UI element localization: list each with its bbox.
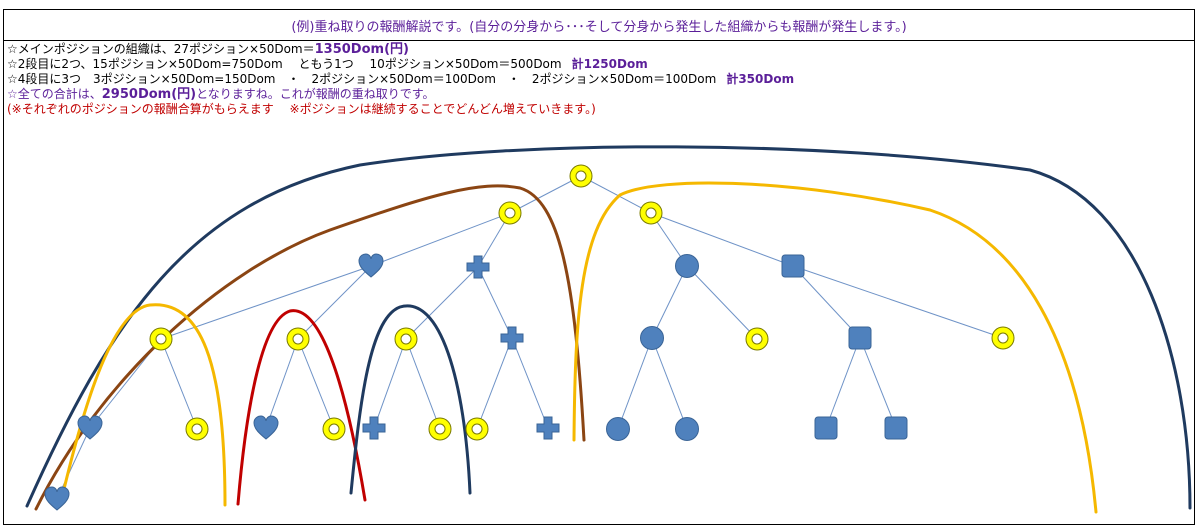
heart-node bbox=[44, 486, 70, 511]
line-note: (※それぞれのポジションの報酬合算がもらえます ※ポジションは継続することでどん… bbox=[7, 102, 1192, 117]
cross-node bbox=[466, 255, 490, 279]
tree-edge bbox=[580, 175, 652, 214]
cross-node bbox=[536, 416, 560, 440]
second-tier-left-arc bbox=[34, 184, 586, 511]
ring-node bbox=[394, 327, 418, 351]
tree-edge bbox=[792, 265, 861, 339]
ring-node bbox=[465, 417, 489, 441]
cross-node bbox=[500, 326, 524, 350]
tree-nodes bbox=[44, 164, 1015, 511]
tree-edge bbox=[792, 265, 1004, 339]
line4-suffix: となりますね。これが報酬の重ね取りです。 bbox=[196, 87, 435, 101]
fourth-tier-arc-3 bbox=[349, 304, 472, 495]
fourth-tier-arc-2 bbox=[236, 309, 367, 506]
tree-edge bbox=[825, 337, 861, 429]
line1-prefix: ☆メインポジションの組織は、27ポジション×50Dom＝ bbox=[7, 42, 315, 56]
ring-node bbox=[185, 417, 209, 441]
tree-edge bbox=[650, 212, 794, 267]
circle-node bbox=[640, 326, 664, 350]
main-position-arc bbox=[25, 145, 1192, 510]
ring-node bbox=[428, 417, 452, 441]
line4-prefix: ☆全ての合計は、 bbox=[7, 87, 102, 101]
square-node bbox=[848, 326, 872, 350]
tree-edge bbox=[297, 338, 335, 430]
ring-node bbox=[498, 201, 522, 225]
square-node bbox=[814, 416, 838, 440]
tree-edge bbox=[265, 338, 299, 429]
cross-node bbox=[362, 416, 386, 440]
heart-node bbox=[77, 415, 103, 440]
circle-node bbox=[606, 417, 630, 441]
line3-text: ☆4段目に3つ 3ポジション×50Dom=150Dom ・ 2ポジション×50D… bbox=[7, 72, 717, 86]
tree-edge bbox=[686, 265, 758, 340]
heart-node bbox=[358, 253, 384, 278]
line2-total: 計1250Dom bbox=[571, 57, 648, 71]
tree-edge bbox=[297, 265, 372, 340]
tree-edge bbox=[370, 212, 511, 267]
line3-total: 計350Dom bbox=[726, 72, 795, 86]
tree-edge bbox=[160, 338, 198, 430]
line-grand-total: ☆全ての合計は、2950Dom(円)となりますね。これが報酬の重ね取りです。 bbox=[7, 87, 1192, 102]
line-main-position: ☆メインポジションの組織は、27ポジション×50Dom＝1350Dom(円) bbox=[7, 42, 1192, 57]
tree-edge bbox=[651, 337, 688, 430]
line5-text: (※それぞれのポジションの報酬合算がもらえます ※ポジションは継続することでどん… bbox=[7, 102, 596, 116]
tree-edges bbox=[56, 175, 1004, 500]
line-second-tier: ☆2段目に2つ、15ポジション×50Dom=750Dom ともう1つ 10ポジシ… bbox=[7, 57, 1192, 72]
tree-edge bbox=[405, 266, 479, 340]
second-tier-right-arc bbox=[572, 181, 1098, 514]
tree-edge bbox=[509, 175, 582, 214]
circle-node bbox=[675, 254, 699, 278]
square-node bbox=[781, 254, 805, 278]
circle-node bbox=[675, 417, 699, 441]
ring-node bbox=[286, 327, 310, 351]
line4-total: 2950Dom(円) bbox=[101, 87, 197, 102]
tree-edge bbox=[405, 338, 441, 430]
tree-edge bbox=[617, 337, 653, 430]
tree-edge bbox=[511, 337, 549, 429]
heart-node bbox=[253, 415, 279, 440]
line-fourth-tier: ☆4段目に3つ 3ポジション×50Dom=150Dom ・ 2ポジション×50D… bbox=[7, 72, 1192, 87]
line1-total: 1350Dom(円) bbox=[314, 42, 409, 57]
ring-node bbox=[745, 327, 769, 351]
ring-node bbox=[322, 417, 346, 441]
fourth-tier-arc-1 bbox=[58, 303, 227, 508]
tree-edge bbox=[477, 266, 513, 339]
ring-node bbox=[149, 327, 173, 351]
tree-edge bbox=[160, 265, 372, 340]
header-title: (例)重ね取りの報酬解説です。(自分の分身から･･･そして分身から発生した組織か… bbox=[3, 9, 1195, 41]
ring-node bbox=[569, 164, 593, 188]
tree-edge bbox=[859, 337, 897, 429]
tree-edge bbox=[476, 337, 513, 430]
square-node bbox=[884, 416, 908, 440]
tree-edge bbox=[651, 265, 688, 339]
ring-node bbox=[991, 326, 1015, 350]
tree-edge bbox=[373, 338, 407, 429]
explanation-text: ☆メインポジションの組織は、27ポジション×50Dom＝1350Dom(円) ☆… bbox=[7, 42, 1192, 117]
header-text: (例)重ね取りの報酬解説です。(自分の分身から･･･そして分身から発生した組織か… bbox=[291, 19, 907, 35]
ring-node bbox=[639, 201, 663, 225]
line2-text: ☆2段目に2つ、15ポジション×50Dom=750Dom ともう1つ 10ポジシ… bbox=[7, 57, 562, 71]
reward-arcs bbox=[25, 145, 1192, 514]
